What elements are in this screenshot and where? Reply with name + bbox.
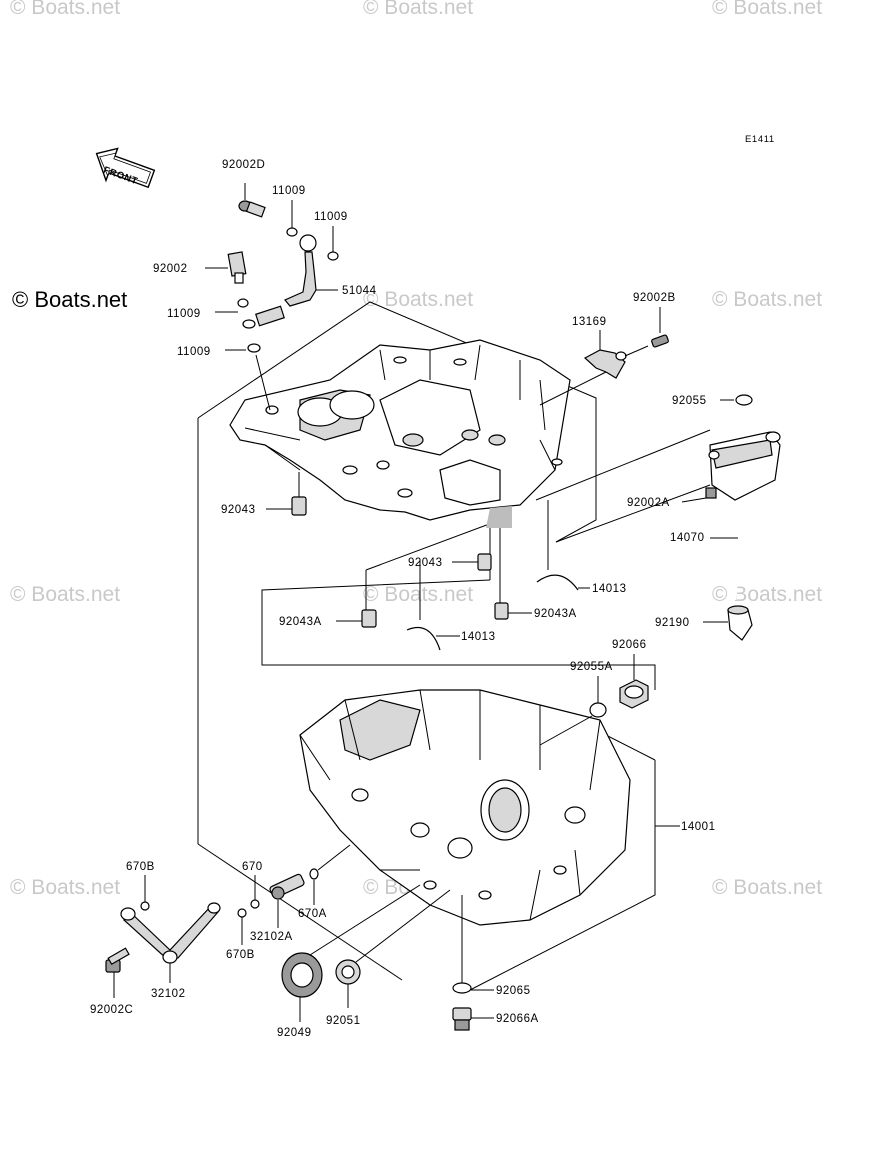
watermark-row4-left: © Boats.net bbox=[10, 876, 120, 899]
breather-14070 bbox=[681, 431, 781, 601]
dowel-92043A-b bbox=[494, 602, 509, 620]
plug-92066A bbox=[452, 1007, 494, 1031]
watermark-row2-right: © Boats.net bbox=[712, 288, 822, 311]
bolt-92002D bbox=[238, 183, 266, 218]
watermark-row3-center: © Boats.net bbox=[363, 583, 473, 606]
label-11009-a: 11009 bbox=[272, 185, 306, 197]
label-670B-b: 670B bbox=[226, 949, 255, 961]
bearing-14013-b bbox=[406, 626, 441, 651]
lower-crankcase bbox=[299, 689, 631, 926]
watermark-main: © Boats.net bbox=[12, 287, 127, 312]
label-11009-d: 11009 bbox=[177, 346, 211, 358]
watermark-row3-left: © Boats.net bbox=[10, 583, 120, 606]
oring-92055 bbox=[735, 394, 753, 406]
oring-92055A bbox=[589, 702, 607, 718]
dowel-92043-a bbox=[291, 496, 307, 516]
label-92002B: 92002B bbox=[633, 292, 676, 304]
label-14070: 14070 bbox=[670, 532, 704, 544]
label-92043A-a: 92043A bbox=[279, 616, 322, 628]
oil-hose-51044 bbox=[255, 234, 338, 327]
label-92043A-b: 92043A bbox=[534, 608, 577, 620]
watermark-top-right: © Boats.net bbox=[712, 0, 822, 19]
dowel-92043A-a bbox=[361, 609, 377, 628]
oilseal-92049 bbox=[281, 884, 421, 1022]
label-11009-c: 11009 bbox=[167, 308, 201, 320]
fitting-92190 bbox=[703, 605, 753, 641]
watermark-row4-right: © Boats.net bbox=[712, 876, 822, 899]
label-92055: 92055 bbox=[672, 395, 706, 407]
front-arrow-icon bbox=[95, 147, 156, 189]
washer-11009-a bbox=[286, 227, 298, 237]
oring-670 bbox=[250, 899, 260, 909]
watermark-row3-right: © Boats.net bbox=[712, 583, 822, 606]
diagram-code: E1411 bbox=[745, 134, 775, 145]
label-32102A: 32102A bbox=[250, 931, 293, 943]
label-670A: 670A bbox=[298, 908, 327, 920]
bolt-92002C bbox=[105, 947, 130, 998]
label-92065: 92065 bbox=[496, 985, 530, 997]
washer-11009-b bbox=[327, 251, 339, 261]
washer-92065 bbox=[452, 982, 472, 994]
label-92049: 92049 bbox=[277, 1027, 311, 1039]
seal-92051 bbox=[335, 889, 451, 1008]
label-92002A: 92002A bbox=[627, 497, 670, 509]
label-92066: 92066 bbox=[612, 639, 646, 651]
label-92066A: 92066A bbox=[496, 1013, 539, 1025]
label-14001: 14001 bbox=[681, 821, 715, 833]
oring-670B-b bbox=[237, 908, 247, 918]
washer-11009-d bbox=[247, 343, 261, 353]
washer-11009-c bbox=[237, 298, 249, 308]
oring-670B-a bbox=[140, 901, 150, 911]
label-92051: 92051 bbox=[326, 1015, 360, 1027]
label-14013-b: 14013 bbox=[461, 631, 495, 643]
label-92002C: 92002C bbox=[90, 1004, 133, 1016]
label-670B-a: 670B bbox=[126, 861, 155, 873]
watermark-top-center: © Boats.net bbox=[363, 0, 473, 19]
bearing-14013-a bbox=[536, 574, 579, 591]
bolt-92002 bbox=[205, 251, 247, 284]
label-670: 670 bbox=[242, 861, 263, 873]
label-92043-b: 92043 bbox=[408, 557, 442, 569]
label-51044: 51044 bbox=[342, 285, 377, 297]
dowel-92043-b bbox=[477, 553, 492, 571]
label-13169: 13169 bbox=[572, 316, 606, 328]
watermark-row2-center: © Boats.net bbox=[363, 288, 473, 311]
label-92043-a: 92043 bbox=[221, 504, 255, 516]
label-92190: 92190 bbox=[655, 617, 689, 629]
part-labels: 92002D 11009 11009 92002 51044 11009 110… bbox=[90, 159, 715, 1039]
watermark-top-left: © Boats.net bbox=[10, 0, 120, 19]
plug-92066 bbox=[619, 654, 649, 709]
bolt-92002B bbox=[624, 307, 669, 357]
label-14013-a: 14013 bbox=[592, 583, 626, 595]
label-92002: 92002 bbox=[153, 263, 187, 275]
pipe-32102A bbox=[269, 873, 305, 928]
washer-11009-d-top bbox=[242, 319, 256, 329]
label-92002D: 92002D bbox=[222, 159, 265, 171]
bracket-13169 bbox=[539, 330, 627, 406]
oring-670A bbox=[309, 868, 319, 880]
label-32102: 32102 bbox=[151, 988, 185, 1000]
oil-pipe-32102 bbox=[120, 902, 221, 983]
label-92055A: 92055A bbox=[570, 661, 613, 673]
upper-crankcase bbox=[229, 339, 571, 528]
label-11009-b: 11009 bbox=[314, 211, 348, 223]
